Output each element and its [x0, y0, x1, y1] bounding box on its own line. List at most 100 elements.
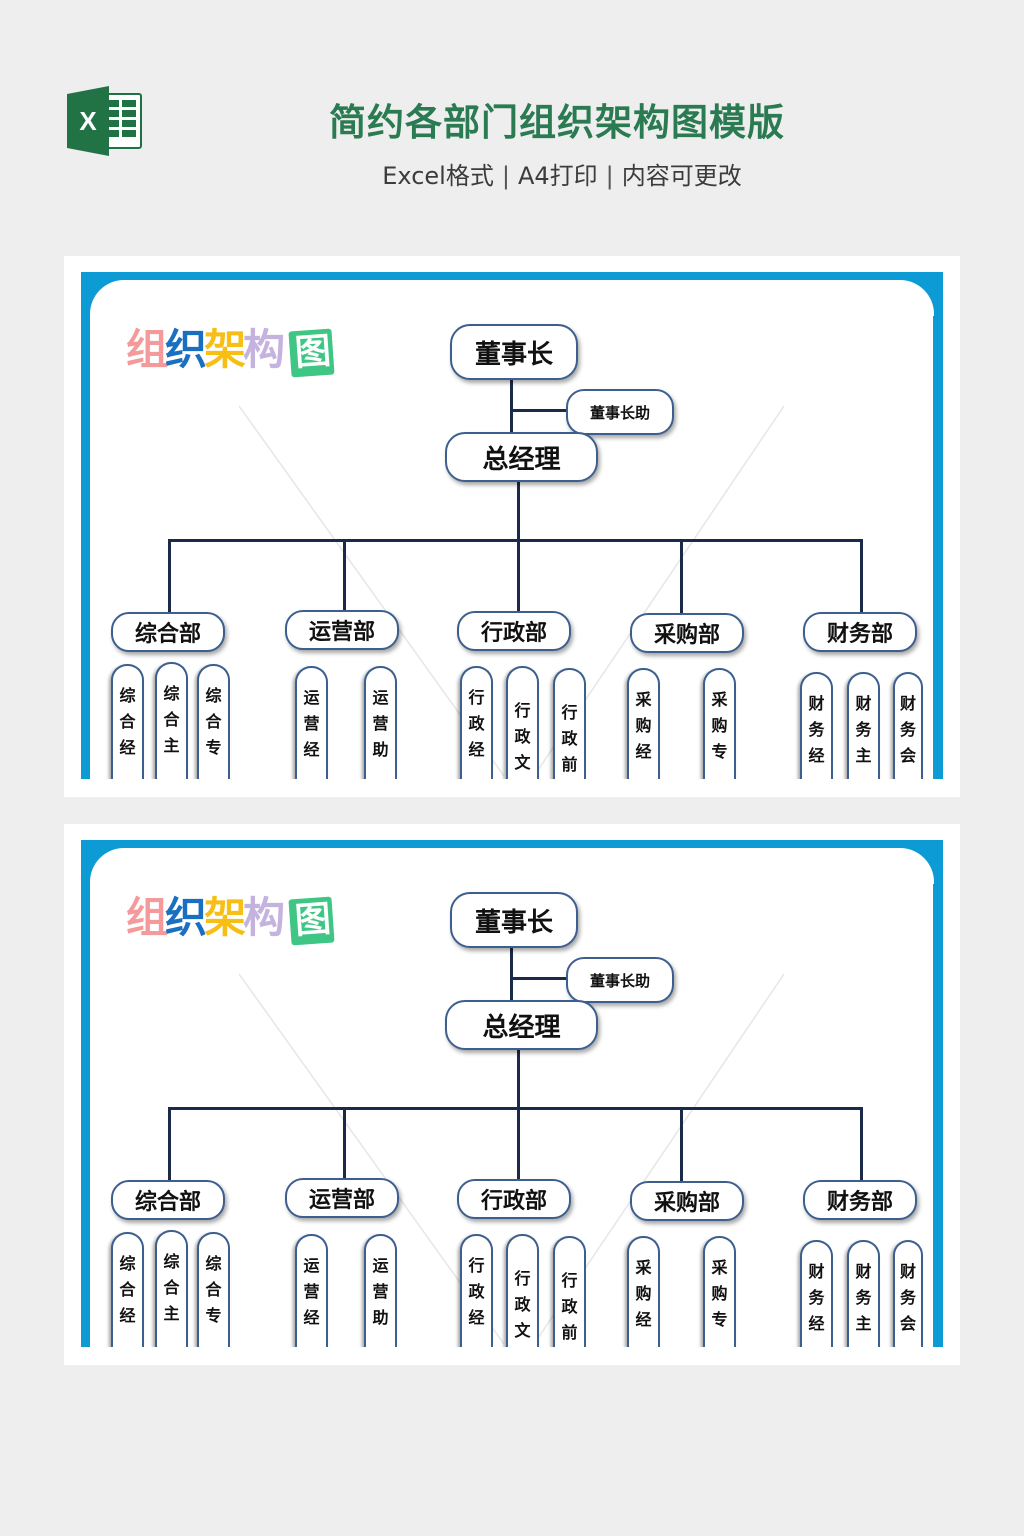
heading-char: 构 [243, 325, 285, 374]
role-pill[interactable]: 行政经 [460, 1234, 493, 1347]
role-label: 采购专 [711, 1258, 728, 1329]
role-label: 采购经 [635, 690, 652, 761]
dept-node-administration[interactable]: 行政部 [457, 611, 571, 651]
dept-node-finance[interactable]: 财务部 [803, 612, 917, 652]
dept-node-purchasing[interactable]: 采购部 [630, 1181, 744, 1221]
chairman-assistant-node[interactable]: 董事长助 [566, 389, 674, 435]
role-label: 综合专 [205, 1254, 222, 1325]
role-pill[interactable]: 运营助 [364, 666, 397, 779]
connector-dept [168, 539, 171, 617]
role-pill[interactable]: 综合主 [155, 662, 188, 779]
preview-clip: 组织架构图 董事长 董事长助 总经理 综合部 运营部 行政部 采购部 财务部 综… [64, 824, 960, 1347]
svg-text:X: X [79, 106, 97, 136]
role-label: 财务主 [855, 694, 872, 765]
role-pill[interactable]: 运营助 [364, 1234, 397, 1347]
role-pill[interactable]: 运营经 [295, 666, 328, 779]
role-pill[interactable]: 采购经 [627, 668, 660, 779]
role-pill[interactable]: 行政前 [553, 1236, 586, 1347]
heading-char: 织 [165, 325, 207, 374]
connector-dept [168, 1107, 171, 1185]
heading-char: 构 [243, 893, 285, 942]
connector-dept [860, 1107, 863, 1185]
connector-gm-depts [517, 482, 520, 542]
role-pill[interactable]: 运营经 [295, 1234, 328, 1347]
page-title: 简约各部门组织架构图模版 [329, 101, 785, 144]
role-label: 采购专 [711, 690, 728, 761]
frame-right-edge [933, 316, 942, 779]
connector-dept [860, 539, 863, 617]
connector-dept [343, 1107, 346, 1182]
dept-node-general-affairs[interactable]: 综合部 [111, 612, 225, 652]
role-label: 综合经 [119, 1254, 136, 1325]
role-label: 综合经 [119, 686, 136, 757]
dept-node-general-affairs[interactable]: 综合部 [111, 1180, 225, 1220]
chart-heading: 组织架构图 [126, 316, 335, 378]
role-pill[interactable]: 采购经 [627, 1236, 660, 1347]
role-label: 财务会 [899, 1262, 916, 1333]
dept-node-finance[interactable]: 财务部 [803, 1180, 917, 1220]
preview-panel-1: 组织架构图 董事长 董事长助 总经理 综合部 运营部 行政部 采购部 财务部 综… [64, 256, 960, 797]
role-pill[interactable]: 财务主 [847, 672, 880, 779]
role-pill[interactable]: 采购专 [703, 668, 736, 779]
role-label: 综合主 [163, 1252, 180, 1323]
role-pill[interactable]: 行政经 [460, 666, 493, 779]
connector-dept [343, 539, 346, 614]
role-label: 行政文 [514, 1269, 531, 1340]
role-label: 运营经 [303, 1256, 320, 1327]
role-pill[interactable]: 财务会 [893, 672, 923, 779]
dept-node-operations[interactable]: 运营部 [285, 610, 399, 650]
role-pill[interactable]: 财务经 [800, 672, 833, 779]
connector-assistant [510, 409, 568, 412]
role-pill[interactable]: 综合经 [111, 1232, 144, 1347]
heading-char: 图 [288, 328, 335, 378]
role-label: 财务主 [855, 1262, 872, 1333]
connector-horizontal [168, 539, 863, 542]
dept-node-administration[interactable]: 行政部 [457, 1179, 571, 1219]
role-pill[interactable]: 财务主 [847, 1240, 880, 1347]
general-manager-node[interactable]: 总经理 [445, 432, 598, 482]
connector-dept [680, 1107, 683, 1185]
subtitle-format: Excel格式 [382, 162, 494, 190]
chairman-assistant-node[interactable]: 董事长助 [566, 957, 674, 1003]
dept-node-operations[interactable]: 运营部 [285, 1178, 399, 1218]
role-label: 行政文 [514, 701, 531, 772]
role-pill[interactable]: 综合经 [111, 664, 144, 779]
role-pill[interactable]: 行政前 [553, 668, 586, 779]
subtitle-separator: | [605, 162, 614, 190]
chairman-node[interactable]: 董事长 [450, 892, 578, 948]
chairman-node[interactable]: 董事长 [450, 324, 578, 380]
role-label: 财务经 [808, 1262, 825, 1333]
connector-horizontal [168, 1107, 863, 1110]
heading-char: 架 [204, 893, 246, 942]
connector-chairman-gm [510, 944, 513, 1002]
role-pill[interactable]: 综合专 [197, 1232, 230, 1347]
role-label: 综合主 [163, 684, 180, 755]
role-pill[interactable]: 综合专 [197, 664, 230, 779]
subtitle-print: A4打印 [517, 162, 598, 190]
heading-char: 图 [288, 896, 335, 946]
role-label: 运营助 [372, 1256, 389, 1327]
role-pill[interactable]: 财务会 [893, 1240, 923, 1347]
subtitle-separator: | [501, 162, 510, 190]
preview-panel-2: 组织架构图 董事长 董事长助 总经理 综合部 运营部 行政部 采购部 财务部 综… [64, 824, 960, 1365]
role-pill[interactable]: 采购专 [703, 1236, 736, 1347]
preview-clip: 组织架构图 董事长 董事长助 总经理 综合部 运营部 行政部 采购部 财务部 综… [64, 256, 960, 779]
heading-char: 架 [204, 325, 246, 374]
connector-dept [680, 539, 683, 617]
role-label: 综合专 [205, 686, 222, 757]
role-pill[interactable]: 行政文 [506, 666, 539, 779]
role-label: 采购经 [635, 1258, 652, 1329]
connector-dept [517, 1107, 520, 1182]
role-pill[interactable]: 综合主 [155, 1230, 188, 1347]
connector-chairman-gm [510, 376, 513, 434]
heading-char: 组 [126, 893, 168, 942]
role-label: 运营经 [303, 688, 320, 759]
role-label: 行政经 [468, 1256, 485, 1327]
subtitle-editable: 内容可更改 [621, 162, 742, 190]
dept-node-purchasing[interactable]: 采购部 [630, 613, 744, 653]
general-manager-node[interactable]: 总经理 [445, 1000, 598, 1050]
role-label: 行政前 [561, 703, 578, 774]
role-pill[interactable]: 财务经 [800, 1240, 833, 1347]
role-label: 运营助 [372, 688, 389, 759]
role-pill[interactable]: 行政文 [506, 1234, 539, 1347]
